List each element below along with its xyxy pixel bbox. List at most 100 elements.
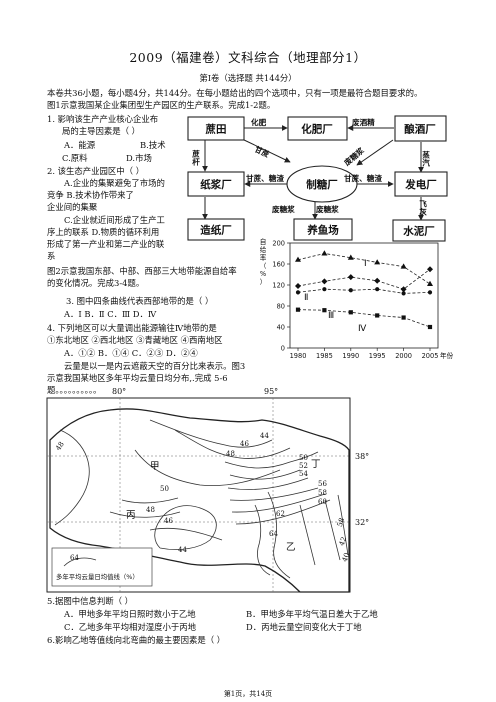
map-lat-label: 32° [355,518,370,527]
q5-stem: 5.据图中信息判断（ ） [47,596,134,606]
q2-line: 形成了第一产业和第二产业的联 [47,239,165,249]
y-tick-label: 200 [272,240,285,248]
y-tick-label: 0 [281,345,285,353]
x-tick-label: 1995 [369,352,386,360]
q4-options: A．①② B．①④ C．②③ D．②④ [64,348,198,358]
data-point [427,290,433,295]
q3-stem: 3. 图中四条曲线代表西部地带的是（ ） [66,296,214,306]
series-line [297,268,431,290]
q2-line: 竞争 B.技术协作带来了 [47,190,134,200]
data-point [401,315,406,320]
contour-label: 46 [240,440,249,448]
q2-line: C.企业就近间形成了生产工 [64,215,165,225]
contour-label: 48 [54,440,66,453]
intro3-line: 题。。。。。。。。。。 [47,385,102,395]
y-axis-label: % [260,270,266,278]
contour-label: 54 [299,470,308,478]
edge-label: 蔗杆 [191,149,200,167]
box-label: 水泥厂 [402,225,435,238]
edge-label: 甘蔗 [253,144,271,160]
contour-label: 42 [337,535,349,547]
legend-value: 64 [70,554,79,562]
edge-label: 废糖浆 [342,145,366,168]
data-point [347,254,354,260]
y-axis-label: 率 [260,253,267,262]
box-fertilizer-plant [287,116,348,141]
edge-label: 化肥 [251,117,267,127]
contour-label: 46 [164,517,173,525]
box-label: 造纸厂 [200,224,232,237]
map-frame [46,397,351,593]
series-label: Ⅱ [304,293,308,303]
q4-stem: 4. 下列地区可以大量调出能源输往Ⅳ地带的是 [47,323,217,333]
box-cane-field [187,116,245,141]
contour-label: 50 [160,485,169,493]
y-axis-label: （ [260,262,267,270]
y-tick-label: 120 [272,282,285,290]
edge-label: 甘蔗、糖渣 [344,173,382,183]
contour-label: 56 [318,480,327,488]
q1-option-c: C.原料 [62,153,88,163]
data-point [375,287,380,292]
x-axis-label: 年份 [440,351,454,360]
x-tick-label: 1980 [290,352,307,360]
map-place-jia: 甲 [150,461,160,472]
x-tick-label: 1990 [342,352,359,360]
box-label: 酿酒厂 [404,123,436,136]
series-line [297,253,431,285]
contour-label: 52 [299,462,308,470]
data-point [400,286,407,293]
q6-stem: 6.影响乙地等值线向北弯曲的最主要因素是（ ） [47,635,226,645]
contour-label: 48 [226,450,235,458]
exam-title: 2009（福建卷）文科综合（地理部分1） [129,50,367,65]
map-place-yi: 乙 [286,542,296,553]
y-tick-label: 160 [272,261,285,269]
x-tick-label: 2005 [422,352,439,360]
region-boundary [49,408,350,593]
box-label: 制糖厂 [306,178,338,191]
data-point [295,290,301,295]
q5-option-c: C．乙地多年平均相对湿度小于丙地 [64,622,197,632]
q1-option-a: A．能源 [64,140,96,150]
data-point [401,291,406,296]
data-point [374,277,381,284]
q4-areas: ①东北地区 ②西北地区 ③青藏地区 ④西南地区 [47,335,223,345]
contour-label: 48 [146,506,155,514]
edge-label: 甘蔗、糖渣 [246,173,284,183]
data-point [322,287,327,292]
contour-label: 64 [269,530,278,538]
map-place-ding: 丁 [311,459,321,470]
map-place-bing: 丙 [126,510,136,521]
box-pulp-mill [187,171,245,197]
box-label: 蔗田 [205,123,227,136]
q3-options: A．Ⅰ B．Ⅱ C．Ⅲ D．Ⅳ [64,309,157,319]
box-label: 纸浆厂 [200,178,232,191]
intro2-line: 图2示意我国东部、中部、西部三大地带能源自给率 [47,266,237,276]
q1-stem-cont: 局的主导因素是（ ） [62,126,141,136]
y-axis-label: 给 [260,245,267,254]
box-label: 养鱼场 [306,224,339,237]
q1-option-d: D.市场 [126,153,152,163]
intro3-line: 云量是以一是内云遮蔽天空的百分比来表示。图3 [64,361,246,371]
q2-line: 序上的联系 D.物质的循环利用 [47,227,160,237]
data-point [322,308,327,313]
contour-lines [54,419,349,579]
edge-label: 废酒精 [352,117,375,127]
series-line [297,288,431,294]
box-distillery [394,115,447,142]
box-cement-plant [392,219,446,242]
contour-label: 50 [299,454,308,462]
x-tick-label: 2000 [395,352,412,360]
intro3-line: 示意我国某地区多年平均云量日均分布,.完成 5-6 [47,373,228,383]
y-axis-label: ） [260,278,267,286]
q5-option-d: D．丙地云量空间变化大于丁地 [246,622,362,632]
edge-label: 飞灰 [418,200,427,217]
series-label: Ⅲ [328,311,334,321]
data-point [321,250,328,256]
edge-label: 废糖浆 [316,204,339,214]
contour-label: 58 [318,489,327,497]
box-power-plant [394,171,448,197]
data-point [400,263,407,269]
q1-stem: 1. 影响该生产产业核心企业布 [47,114,159,124]
